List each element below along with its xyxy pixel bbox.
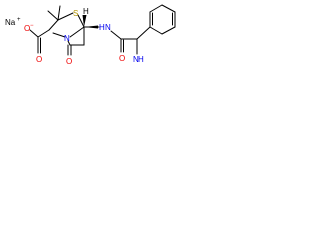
bond-ccarboxyl-o-minus (29, 29, 39, 38)
bond-ring-6-1 (149, 26, 163, 35)
sodium-label: Na (5, 18, 16, 27)
bond-c3-methyl-a (47, 10, 59, 21)
ring-nitrogen-label: N (64, 34, 70, 43)
bond-ring-3-4 (161, 4, 176, 13)
amide-oxygen-label: O (119, 54, 125, 63)
bond-c3-methyl-b (57, 5, 61, 21)
bond-c5-n (69, 26, 85, 38)
carboxyl-oxygen-label: O (36, 55, 42, 64)
lactam-oxygen-label: O (66, 57, 72, 66)
oxide-label: O (24, 24, 30, 33)
sulfur-label: S (73, 9, 78, 18)
bond-lines (29, 4, 176, 56)
bond-c2-ccarboxyl (37, 29, 50, 38)
bond-amide-n-cco (110, 30, 122, 40)
bond-n-c2 (52, 32, 66, 38)
bond-c2-c3 (48, 19, 59, 31)
amide-hydrogen-label: H (99, 23, 105, 32)
bond-s-c5 (77, 14, 85, 28)
sodium-charge: + (17, 17, 21, 23)
chemical-structure-diagram: Na + O − O S H N O N H O H N (5, 4, 176, 66)
bond-c3-s (57, 12, 74, 21)
amine-nitrogen-label: N (133, 55, 139, 64)
ring-hydrogen-label: H (83, 7, 89, 16)
bond-calpha-ring (136, 26, 151, 40)
wedge-c6-amide (84, 25, 98, 29)
wedge-c5-h (82, 15, 87, 27)
amine-hydrogen-label: H (138, 55, 144, 64)
bond-c7-n (67, 40, 71, 46)
bond-ring-5-6 (161, 26, 176, 35)
bond-ring-2-3 (149, 4, 163, 13)
amide-nitrogen-label: N (105, 23, 111, 32)
oxide-charge: − (30, 23, 34, 29)
